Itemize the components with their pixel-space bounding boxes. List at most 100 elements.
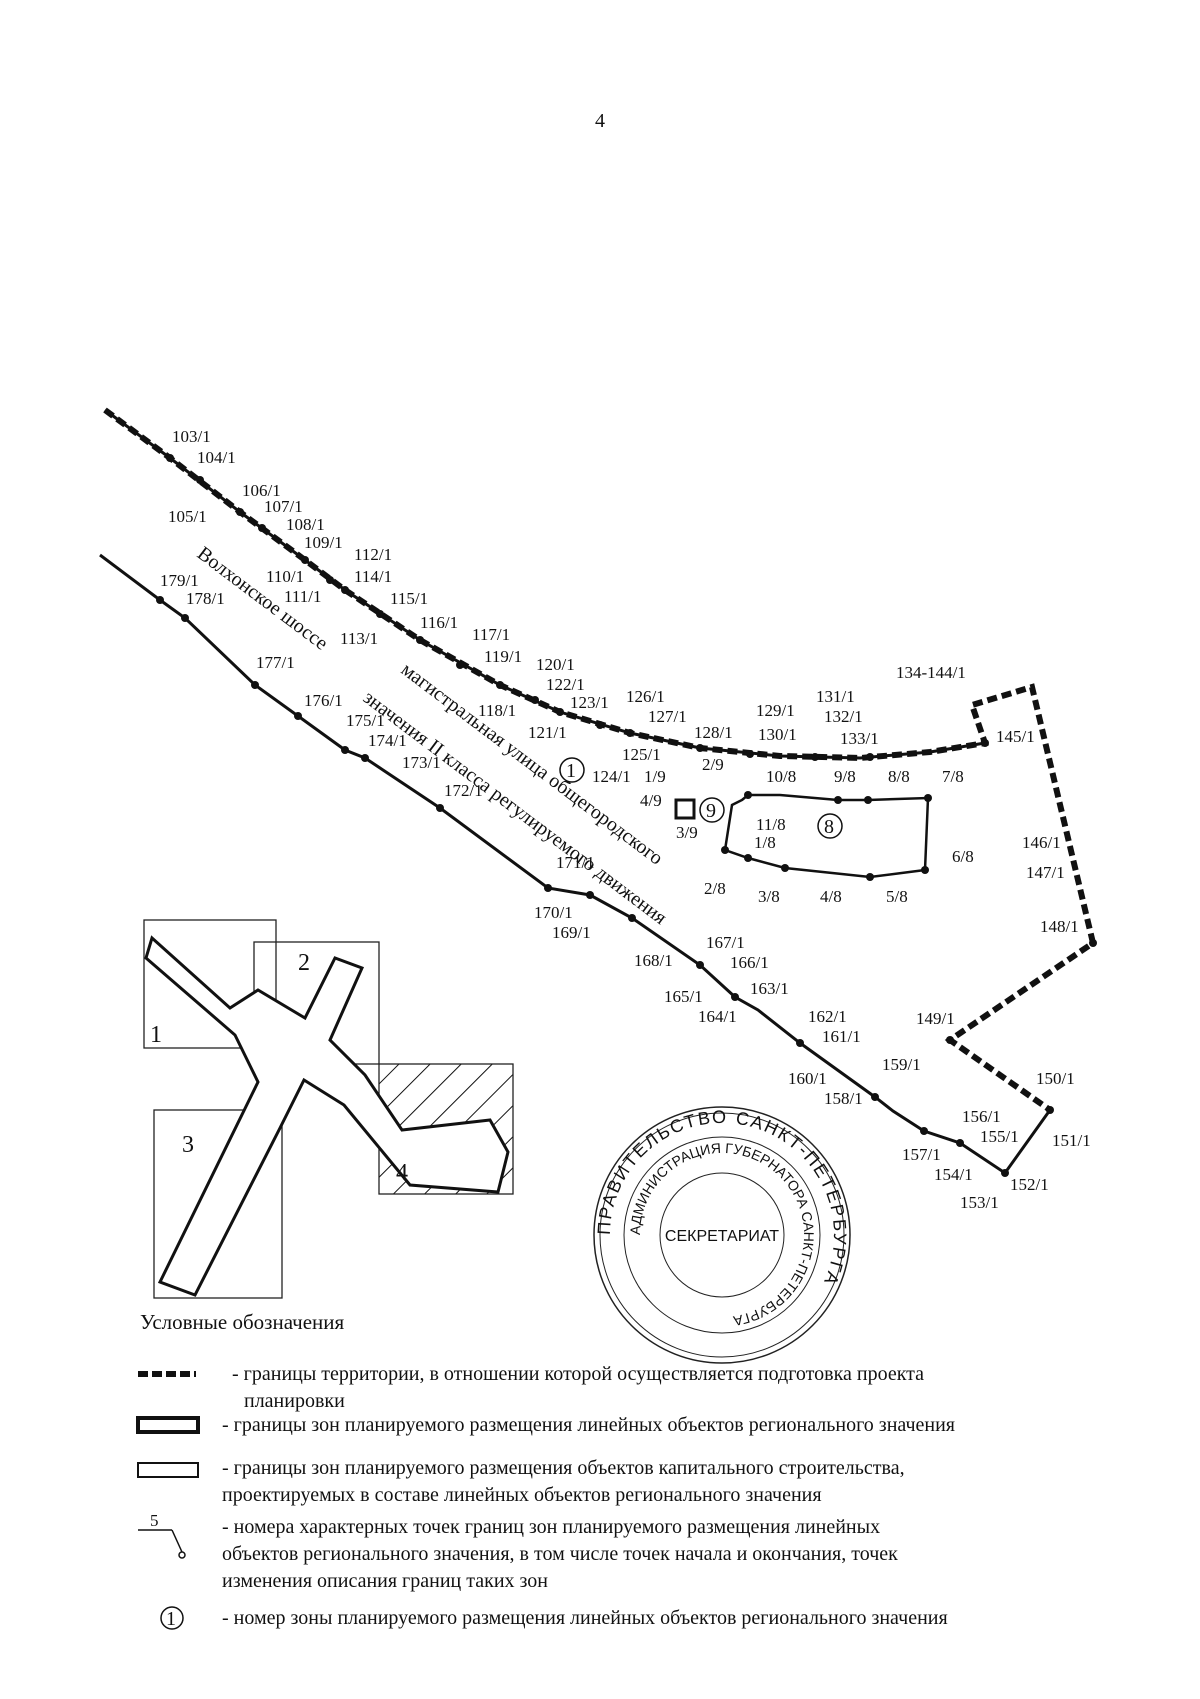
point-label: 157/1 <box>902 1145 941 1164</box>
point-marker <box>956 1139 964 1147</box>
point-label: 178/1 <box>186 589 225 608</box>
point-label: 148/1 <box>1040 917 1079 936</box>
point-marker <box>416 636 424 644</box>
point-marker <box>744 854 752 862</box>
point-marker <box>746 750 754 758</box>
legend-item-line: - границы зон планируемого размещения об… <box>222 1457 905 1479</box>
point-label: 124/1 <box>592 767 631 786</box>
point-label: 103/1 <box>172 427 211 446</box>
point-marker <box>981 739 989 747</box>
svg-text:1: 1 <box>166 1608 176 1630</box>
point-label: 147/1 <box>1026 863 1065 882</box>
point-label: 133/1 <box>840 729 879 748</box>
point-label: 172/1 <box>444 781 483 800</box>
key-sheet-1-number: 1 <box>150 1022 162 1048</box>
stamp-center-text: СЕКРЕТАРИАТ <box>665 1228 779 1245</box>
point-label: 3/8 <box>758 887 780 906</box>
svg-text:9: 9 <box>706 800 716 822</box>
legend-item-capital-zone: - границы зон планируемого размещения об… <box>222 1455 905 1509</box>
point-label: 104/1 <box>197 448 236 467</box>
point-label: 159/1 <box>882 1055 921 1074</box>
point-marker <box>921 866 929 874</box>
point-label: 109/1 <box>304 533 343 552</box>
point-label: 107/1 <box>264 497 303 516</box>
point-label: 110/1 <box>266 567 304 586</box>
point-label: 177/1 <box>256 653 295 672</box>
point-label: 174/1 <box>368 731 407 750</box>
point-label: 155/1 <box>980 1127 1019 1146</box>
legend-symbol-zone-number: 1 <box>160 1606 184 1630</box>
point-marker <box>251 681 259 689</box>
point-label: 152/1 <box>1010 1175 1049 1194</box>
point-label: 175/1 <box>346 711 385 730</box>
point-marker <box>196 476 204 484</box>
point-marker <box>781 864 789 872</box>
point-marker <box>920 1127 928 1135</box>
point-label: 169/1 <box>552 923 591 942</box>
point-marker <box>834 796 842 804</box>
point-label: 145/1 <box>996 727 1035 746</box>
legend-item-line: - номера характерных точек границ зон пл… <box>222 1516 881 1538</box>
point-marker <box>796 1039 804 1047</box>
point-label: 153/1 <box>960 1193 999 1212</box>
point-label: 149/1 <box>916 1009 955 1028</box>
legend-title: Условные обозначения <box>140 1310 345 1334</box>
point-marker <box>626 729 634 737</box>
point-marker <box>236 508 244 516</box>
svg-text:5: 5 <box>150 1511 159 1530</box>
point-label: 126/1 <box>626 687 665 706</box>
point-label: 4/9 <box>640 791 662 810</box>
key-map: 1 2 3 4 <box>143 919 514 1299</box>
point-label: 162/1 <box>808 1007 847 1026</box>
point-label: 1/8 <box>754 833 776 852</box>
zone-number-8: 8 <box>817 813 843 839</box>
point-label: 164/1 <box>698 1007 737 1026</box>
point-label: 146/1 <box>1022 833 1061 852</box>
point-marker <box>811 753 819 761</box>
legend-item-line: планировки <box>244 1390 345 1412</box>
point-marker <box>866 753 874 761</box>
legend-item-territory: - границы территории, в отношении которо… <box>232 1361 924 1415</box>
point-label: 116/1 <box>420 613 458 632</box>
point-marker <box>456 661 464 669</box>
point-label: 130/1 <box>758 725 797 744</box>
point-label: 113/1 <box>340 629 378 648</box>
legend-item-zone-number: - номер зоны планируемого размещения лин… <box>222 1605 948 1632</box>
point-label: 10/8 <box>766 767 796 786</box>
point-marker <box>721 846 729 854</box>
point-marker <box>596 721 604 729</box>
point-marker <box>1046 1106 1054 1114</box>
point-label: 163/1 <box>750 979 789 998</box>
key-sheet-4-number: 4 <box>396 1160 408 1186</box>
point-label: 151/1 <box>1052 1131 1091 1150</box>
point-marker <box>436 804 444 812</box>
point-marker <box>924 794 932 802</box>
point-label: 131/1 <box>816 687 855 706</box>
point-label: 123/1 <box>570 693 609 712</box>
key-sheet-3 <box>153 1109 283 1299</box>
legend-item-linear-zone: - границы зон планируемого размещения ли… <box>222 1412 955 1439</box>
point-marker <box>341 586 349 594</box>
point-label: 165/1 <box>664 987 703 1006</box>
point-marker <box>361 754 369 762</box>
point-marker <box>731 993 739 1001</box>
key-road-outline <box>144 935 510 1297</box>
point-label: 160/1 <box>788 1069 827 1088</box>
zone-9-boundary <box>674 798 696 820</box>
key-sheet-3-number: 3 <box>182 1132 194 1158</box>
zone-1-boundary <box>104 408 986 760</box>
point-marker <box>871 1093 879 1101</box>
point-label: 112/1 <box>354 545 392 564</box>
legend-symbol-capital-zone <box>137 1462 199 1478</box>
point-marker <box>556 708 564 716</box>
point-marker <box>326 576 334 584</box>
point-marker <box>1089 939 1097 947</box>
point-label: 11/8 <box>756 815 786 834</box>
point-label: 117/1 <box>472 625 510 644</box>
legend-item-line: проектируемых в составе линейных объекто… <box>222 1484 822 1506</box>
legend-item-line: изменения описания границ таких зон <box>222 1570 549 1592</box>
point-label: 1/9 <box>644 767 666 786</box>
point-marker <box>866 873 874 881</box>
point-label: 127/1 <box>648 707 687 726</box>
legend-item-line: - границы территории, в отношении которо… <box>232 1363 925 1385</box>
